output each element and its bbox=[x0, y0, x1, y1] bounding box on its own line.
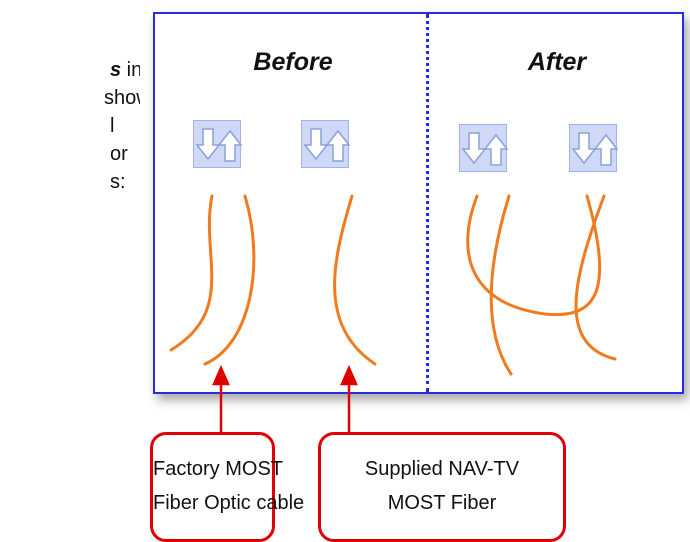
callout-supplied-line-2: MOST Fiber bbox=[387, 492, 497, 514]
supplied-arrow-head bbox=[340, 364, 358, 386]
before-after-diagram: Before After bbox=[153, 12, 684, 394]
connector-after-2 bbox=[569, 124, 618, 172]
after-fiber-1 bbox=[466, 194, 602, 317]
bidirectional-arrows-icon bbox=[571, 132, 618, 166]
after-title: After bbox=[527, 48, 587, 76]
intro-line-1: s into bbox=[0, 56, 140, 84]
fiber-cables bbox=[169, 194, 617, 376]
intro-line-2: shown bbox=[104, 87, 140, 109]
intro-line-4: or bbox=[110, 143, 128, 165]
connector-before-2 bbox=[301, 120, 350, 168]
intro-fragment: into bbox=[126, 59, 140, 81]
factory-arrow-head bbox=[212, 364, 230, 386]
after-fiber-3 bbox=[574, 194, 617, 361]
callout-supplied-fiber: Supplied NAV-TV MOST Fiber bbox=[318, 432, 566, 542]
connector-after-1 bbox=[459, 124, 508, 172]
callout-supplied-line-1: Supplied NAV-TV bbox=[364, 458, 520, 480]
supplied-fiber-strand bbox=[333, 194, 377, 366]
connector-before-1 bbox=[193, 120, 242, 168]
callout-factory-line-1: Factory MOST bbox=[153, 458, 284, 480]
intro-bold-fragment: s bbox=[110, 59, 122, 81]
after-fiber-2 bbox=[489, 194, 513, 376]
bidirectional-arrows-icon bbox=[195, 128, 242, 162]
bidirectional-arrows-icon bbox=[303, 128, 350, 162]
intro-line-5: s: bbox=[110, 171, 126, 193]
factory-fiber-strand-1 bbox=[169, 194, 214, 352]
bidirectional-arrows-icon bbox=[461, 132, 508, 166]
intro-line-3: l bbox=[110, 115, 115, 137]
callout-factory-line-2: Fiber Optic cable bbox=[153, 492, 305, 514]
factory-fiber-strand-2 bbox=[203, 194, 256, 366]
before-title: Before bbox=[253, 48, 333, 76]
intro-text: s into shown l or s: bbox=[0, 56, 140, 196]
callout-factory-cable: Factory MOST Fiber Optic cable bbox=[150, 432, 305, 542]
panel-divider bbox=[426, 14, 429, 392]
